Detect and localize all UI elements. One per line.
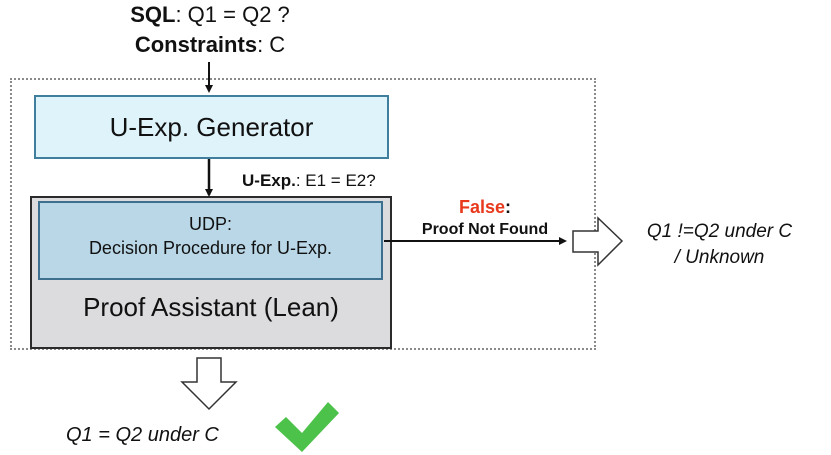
hollow-arrow-right — [572, 216, 624, 267]
outcome-equal: Q1 = Q2 under C — [66, 424, 219, 446]
constraints-line: Constraints: C — [0, 32, 420, 58]
outcome-not-equal: Q1 !=Q2 under C / Unknown — [612, 219, 827, 271]
constraints-key: Constraints — [134, 32, 258, 57]
uexp-key: U-Exp. — [242, 171, 296, 190]
uexp-generator-box: U-Exp. Generator — [34, 95, 389, 159]
udp-description: Decision Procedure for U-Exp. — [88, 238, 333, 258]
system-boundary — [10, 78, 596, 350]
udp-title: UDP: — [188, 214, 232, 234]
hollow-arrow-down — [180, 357, 238, 411]
false-label: False: — [400, 197, 570, 218]
udp-box: UDP: Decision Procedure for U-Exp. — [38, 201, 383, 280]
constraints-value: : C — [257, 32, 286, 57]
false-colon: : — [505, 197, 512, 217]
uexp-generator-label: U-Exp. Generator — [109, 111, 314, 142]
sql-value: : Q1 = Q2 ? — [175, 2, 290, 27]
sql-key: SQL — [130, 2, 176, 27]
check-mark-icon — [275, 402, 339, 452]
uexp-edge-label: U-Exp.: E1 = E2? — [242, 171, 376, 191]
proof-assistant-label: Proof Assistant (Lean) — [83, 292, 339, 322]
outcome-not-equal-line1: Q1 !=Q2 under C — [646, 221, 793, 242]
proof-not-found-label: Proof Not Found — [421, 221, 549, 238]
false-word: False — [458, 197, 506, 217]
uexp-value: : E1 = E2? — [295, 171, 376, 190]
sql-question: SQL: Q1 = Q2 ? — [0, 2, 420, 28]
outcome-not-equal-line2: / Unknown — [674, 247, 765, 268]
